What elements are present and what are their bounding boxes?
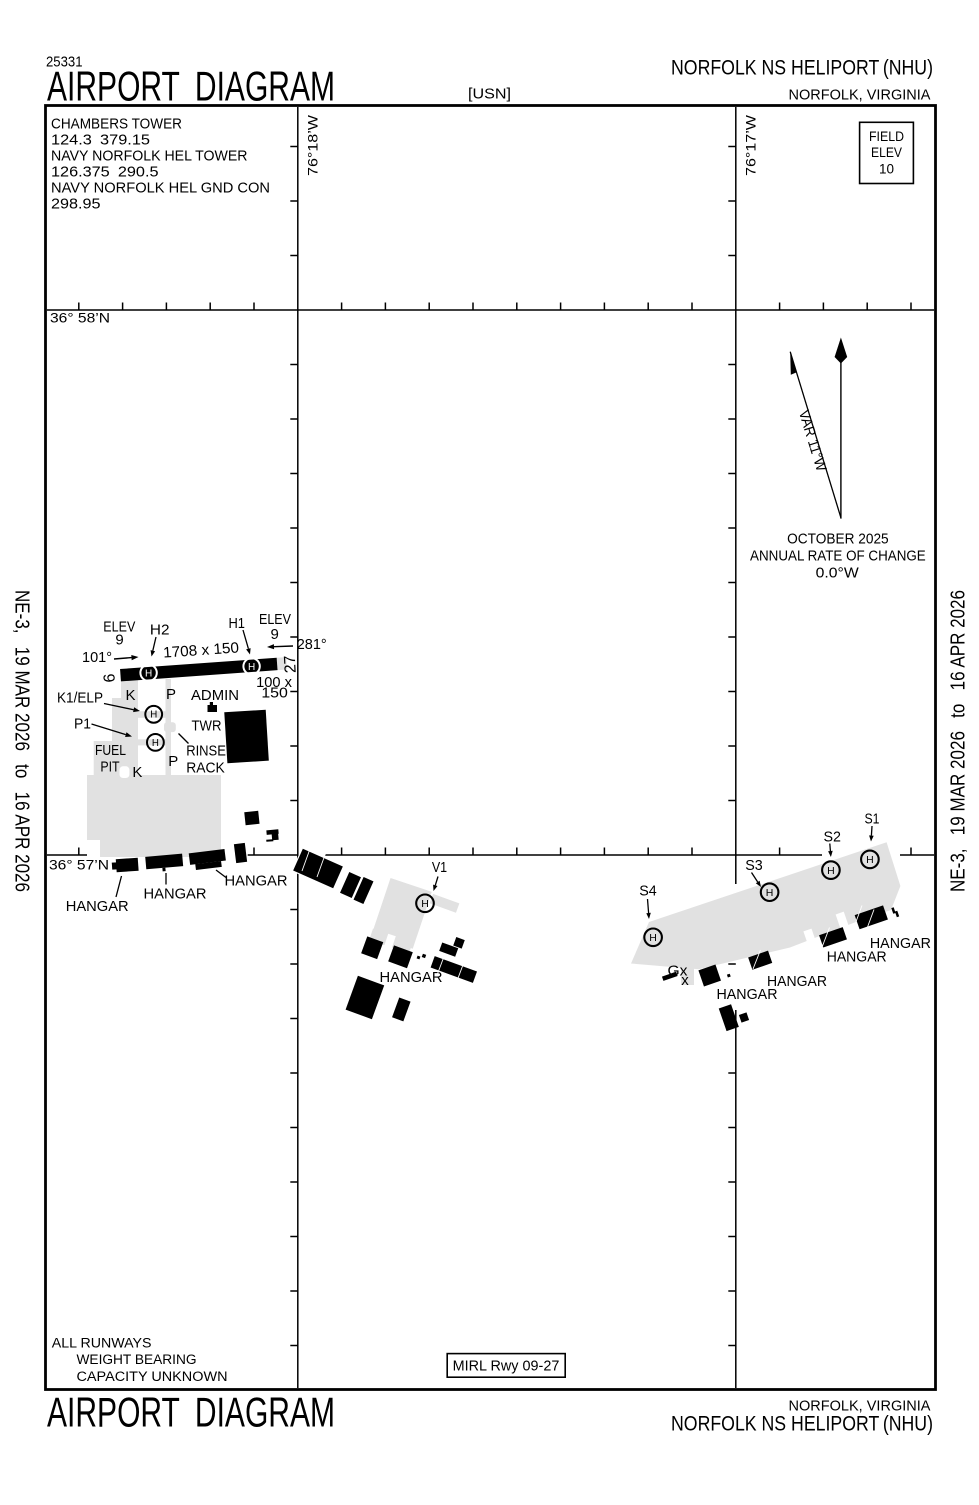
svg-text:10: 10 — [879, 161, 894, 177]
svg-text:K: K — [132, 764, 142, 781]
svg-text:H: H — [248, 662, 255, 673]
svg-text:H: H — [421, 898, 429, 910]
svg-text:HANGAR: HANGAR — [827, 949, 887, 966]
svg-text:150: 150 — [261, 684, 288, 701]
svg-text:NORFOLK, VIRGINIA: NORFOLK, VIRGINIA — [789, 1398, 931, 1415]
svg-text:298.95: 298.95 — [51, 197, 101, 213]
svg-text:100 x: 100 x — [256, 674, 292, 691]
svg-text:NORFOLK, VIRGINIA: NORFOLK, VIRGINIA — [789, 87, 931, 104]
svg-text:1708 x 150: 1708 x 150 — [163, 639, 240, 661]
svg-text:ALL RUNWAYS: ALL RUNWAYS — [52, 1336, 152, 1352]
svg-text:9: 9 — [115, 632, 123, 649]
svg-text:76°18’W: 76°18’W — [306, 114, 322, 176]
svg-text:FIELD: FIELD — [869, 129, 904, 145]
svg-text:H: H — [866, 854, 874, 866]
svg-text:HANGAR: HANGAR — [717, 986, 778, 1003]
svg-text:RINSE: RINSE — [186, 743, 226, 760]
svg-text:S4: S4 — [639, 883, 657, 900]
svg-text:H: H — [150, 710, 157, 721]
svg-text:101°: 101° — [82, 649, 112, 666]
svg-text:PIT: PIT — [100, 759, 119, 776]
svg-text:K: K — [125, 687, 135, 704]
svg-text:NORFOLK NS HELIPORT (NHU): NORFOLK NS HELIPORT (NHU) — [671, 56, 933, 80]
svg-text:Gx: Gx — [668, 963, 689, 980]
svg-text:x: x — [681, 972, 689, 989]
svg-text:NORFOLK NS HELIPORT (NHU): NORFOLK NS HELIPORT (NHU) — [671, 1412, 933, 1436]
svg-text:ADMIN: ADMIN — [191, 687, 239, 704]
svg-text:NE-3, 19 MAR 2026 to 16 APR: NE-3, 19 MAR 2026 to 16 APR 2026 — [948, 590, 970, 892]
svg-text:H1: H1 — [228, 615, 245, 632]
svg-text:AIRPORT DIAGRAM: AIRPORT DIAGRAM — [47, 63, 335, 110]
svg-text:TWR: TWR — [192, 718, 222, 735]
svg-text:FUEL: FUEL — [95, 742, 126, 759]
svg-text:27: 27 — [282, 655, 300, 674]
svg-text:281°: 281° — [297, 636, 327, 653]
svg-text:25331: 25331 — [46, 55, 83, 71]
svg-text:NAVY NORFOLK HEL TOWER: NAVY NORFOLK HEL TOWER — [51, 148, 248, 164]
svg-text:HANGAR: HANGAR — [870, 935, 931, 952]
svg-text:H: H — [649, 932, 657, 944]
svg-text:HANGAR: HANGAR — [144, 886, 207, 903]
svg-text:P1: P1 — [74, 716, 91, 733]
svg-text:ELEV: ELEV — [259, 611, 291, 628]
svg-text:124.3 379.15: 124.3 379.15 — [51, 132, 150, 148]
svg-text:NAVY NORFOLK HEL GND CON: NAVY NORFOLK HEL GND CON — [51, 181, 270, 197]
svg-text:ELEV: ELEV — [871, 145, 902, 161]
svg-text:AIRPORT DIAGRAM: AIRPORT DIAGRAM — [47, 1389, 335, 1436]
svg-text:MIRL Rwy 09-27: MIRL Rwy 09-27 — [453, 1358, 560, 1375]
svg-text:S1: S1 — [865, 811, 880, 828]
svg-text:H2: H2 — [150, 621, 170, 638]
svg-text:HANGAR: HANGAR — [66, 898, 129, 915]
svg-text:[USN]: [USN] — [468, 86, 511, 103]
svg-text:H: H — [145, 668, 152, 679]
svg-text:NE-3, 19 MAR 2026 to 16 APR: NE-3, 19 MAR 2026 to 16 APR 2026 — [11, 590, 33, 892]
svg-text:9: 9 — [99, 673, 116, 683]
svg-text:CAPACITY UNKNOWN: CAPACITY UNKNOWN — [77, 1369, 228, 1385]
svg-text:H: H — [152, 738, 159, 749]
svg-text:S3: S3 — [745, 857, 763, 874]
svg-text:CHAMBERS TOWER: CHAMBERS TOWER — [51, 116, 182, 132]
svg-text:ANNUAL RATE OF CHANGE: ANNUAL RATE OF CHANGE — [750, 549, 926, 565]
svg-text:P: P — [166, 686, 176, 703]
svg-text:0.0°W: 0.0°W — [816, 566, 859, 582]
svg-text:WEIGHT BEARING: WEIGHT BEARING — [77, 1352, 197, 1368]
svg-text:126.375 290.5: 126.375 290.5 — [51, 165, 159, 181]
svg-text:OCTOBER 2025: OCTOBER 2025 — [787, 532, 889, 548]
svg-text:36° 57’N: 36° 57’N — [49, 858, 109, 874]
svg-text:S2: S2 — [823, 828, 841, 845]
svg-text:P: P — [168, 753, 178, 770]
svg-text:36° 58’N: 36° 58’N — [50, 311, 110, 327]
svg-text:H: H — [827, 865, 835, 877]
svg-text:RACK: RACK — [186, 760, 225, 777]
svg-text:HANGAR: HANGAR — [767, 973, 827, 990]
svg-text:ELEV: ELEV — [103, 619, 135, 636]
svg-text:76°17’W: 76°17’W — [744, 114, 760, 176]
svg-text:HANGAR: HANGAR — [380, 969, 443, 986]
svg-text:9: 9 — [271, 626, 279, 643]
svg-text:H: H — [766, 887, 774, 899]
svg-text:V1: V1 — [432, 859, 447, 876]
svg-text:K1/ELP: K1/ELP — [57, 690, 103, 707]
svg-text:HANGAR: HANGAR — [225, 873, 288, 890]
